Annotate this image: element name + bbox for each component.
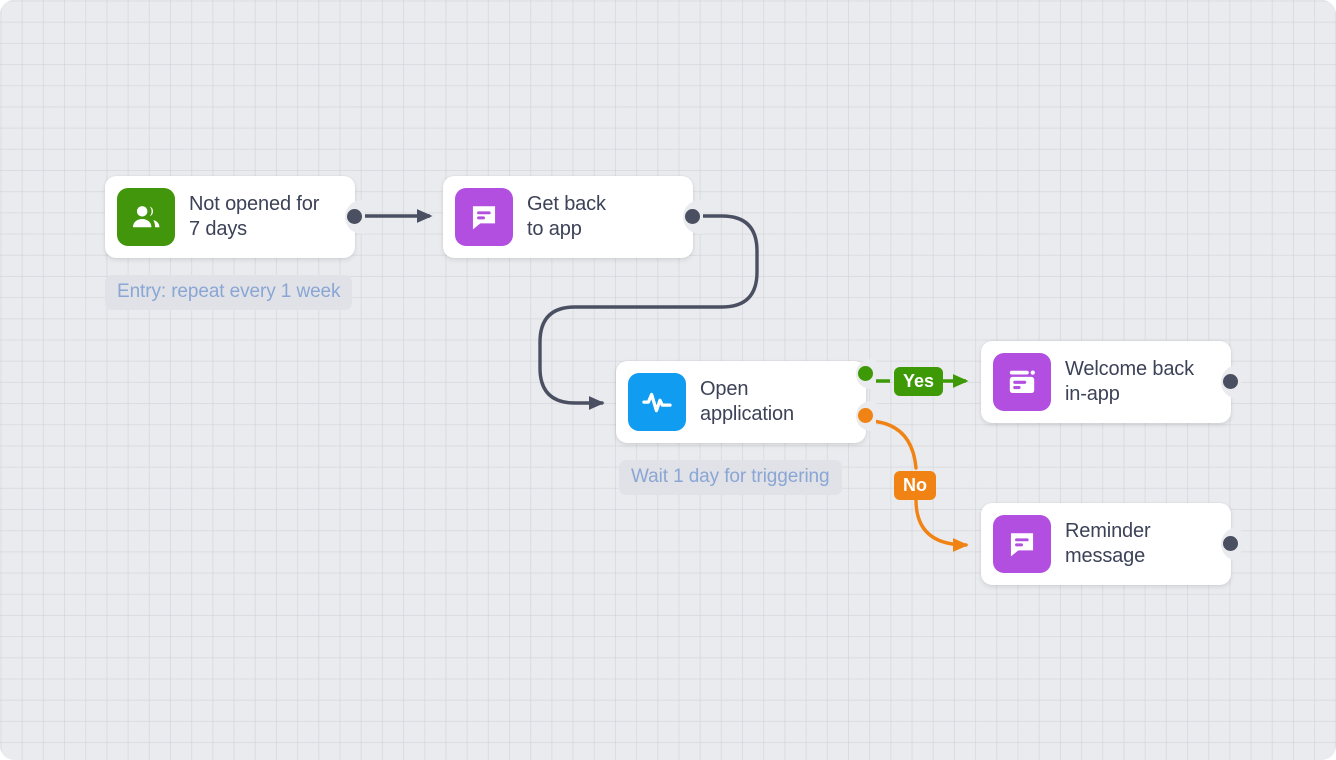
port-get-back-out[interactable] bbox=[685, 209, 700, 224]
wait-delay-label[interactable]: Wait 1 day for triggering bbox=[619, 460, 842, 495]
users-icon bbox=[117, 188, 175, 246]
chat-message-icon bbox=[455, 188, 513, 246]
branch-badge-yes[interactable]: Yes bbox=[894, 367, 944, 396]
node-label: Welcome back in-app bbox=[1065, 358, 1194, 405]
node-label: Reminder message bbox=[1065, 520, 1151, 567]
node-reminder-message[interactable]: Reminder message bbox=[981, 503, 1241, 585]
node-welcome-back-in-app[interactable]: Welcome back in-app bbox=[981, 341, 1241, 423]
edge-no-to-reminder-upper bbox=[869, 419, 918, 470]
entry-schedule-label[interactable]: Entry: repeat every 1 week bbox=[105, 275, 353, 310]
port-reminder-out[interactable] bbox=[1223, 536, 1238, 551]
port-open-application-no[interactable] bbox=[858, 408, 873, 423]
node-label: Not opened for 7 days bbox=[189, 193, 320, 240]
port-welcome-back-out[interactable] bbox=[1223, 374, 1238, 389]
port-not-opened-out[interactable] bbox=[347, 209, 362, 224]
node-open-application[interactable]: Open application bbox=[616, 359, 876, 443]
node-label: Get back to app bbox=[527, 193, 606, 240]
edge-no-to-reminder-lower bbox=[914, 498, 969, 552]
node-label: Open application bbox=[700, 378, 794, 425]
activity-pulse-icon bbox=[628, 373, 686, 431]
port-open-application-yes[interactable] bbox=[858, 366, 873, 381]
chat-message-icon bbox=[993, 515, 1051, 573]
branch-badge-no[interactable]: No bbox=[894, 471, 936, 500]
node-not-opened-for-7-days[interactable]: Not opened for 7 days bbox=[105, 176, 365, 258]
in-app-window-icon bbox=[993, 353, 1051, 411]
node-get-back-to-app[interactable]: Get back to app bbox=[443, 176, 703, 258]
